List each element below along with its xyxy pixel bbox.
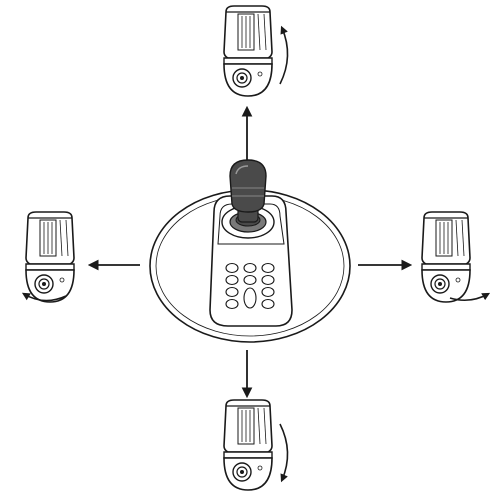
joystick-controller (149, 159, 351, 343)
camera-right (421, 211, 491, 303)
key-button (261, 286, 275, 298)
tilt-rotation-arrow-icon (279, 423, 289, 483)
key-button (225, 274, 239, 286)
keypad (225, 262, 275, 310)
camera-bottom (223, 399, 289, 491)
key-button (243, 287, 257, 309)
key-button (261, 274, 275, 286)
key-button (243, 262, 257, 274)
pan-rotation-arrow-icon (449, 292, 491, 302)
key-button (243, 274, 257, 286)
tilt-rotation-arrow-icon (279, 25, 289, 85)
joystick-icon (221, 159, 275, 239)
pan-rotation-arrow-icon (21, 292, 67, 302)
key-button (261, 262, 275, 274)
key-button (225, 286, 239, 298)
key-button (261, 298, 275, 310)
camera-left (21, 211, 75, 303)
key-button (225, 262, 239, 274)
key-button (225, 298, 239, 310)
camera-top (223, 5, 289, 97)
